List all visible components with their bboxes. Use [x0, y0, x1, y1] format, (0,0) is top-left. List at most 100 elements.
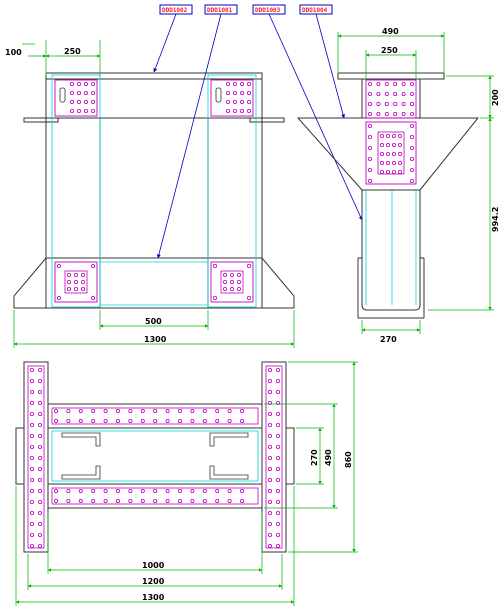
bolt-hole: [409, 178, 414, 183]
bolt-hole: [239, 498, 244, 503]
bolt-hole: [367, 82, 372, 87]
bolt-hole: [267, 444, 272, 449]
bolt-hole: [153, 418, 158, 423]
front-dim-500: 500: [145, 317, 162, 326]
bolt-hole: [376, 112, 381, 117]
bolt-hole: [384, 82, 389, 87]
bolt-hole: [397, 133, 402, 138]
bolt-hole: [275, 411, 280, 416]
bolt-hole: [393, 92, 398, 97]
bolt-hole: [77, 109, 82, 114]
bolt-hole: [78, 488, 83, 493]
bolt-hole: [267, 533, 272, 538]
bolt-hole: [190, 408, 195, 413]
bolt-hole: [103, 418, 108, 423]
bolt-hole: [239, 100, 244, 105]
bolt-hole: [215, 408, 220, 413]
bolt-hole: [128, 498, 133, 503]
bolt-hole: [215, 418, 220, 423]
front-bolt-pattern: [57, 82, 251, 300]
bolt-hole: [225, 82, 230, 87]
bolt-hole: [232, 82, 237, 87]
side-dim-200: 200: [491, 89, 500, 106]
bolt-hole: [267, 455, 272, 460]
bolt-hole: [29, 466, 34, 471]
bolt-hole: [91, 498, 96, 503]
bolt-hole: [225, 109, 230, 114]
side-dim-490: 490: [382, 27, 399, 36]
bolt-hole: [38, 433, 43, 438]
leader-1: [153, 13, 177, 73]
part-tag-3[interactable]: DDD1003: [252, 4, 286, 15]
part-tags: DDD1002 DDD1001 DDD1003 DDD1004: [153, 4, 363, 259]
bolt-hole: [140, 488, 145, 493]
bolt-hole: [367, 102, 372, 107]
bolt-hole: [38, 510, 43, 515]
bolt-hole: [54, 498, 59, 503]
bolt-hole: [246, 100, 251, 105]
bolt-hole: [29, 499, 34, 504]
leader-2: [156, 13, 222, 259]
bolt-hole: [409, 102, 414, 107]
bolt-hole: [190, 488, 195, 493]
bolt-hole: [91, 488, 96, 493]
bolt-hole: [391, 151, 396, 156]
bolt-hole: [70, 82, 75, 87]
bolt-hole: [165, 498, 170, 503]
bolt-hole: [275, 466, 280, 471]
bolt-hole: [397, 169, 402, 174]
bolt-hole: [57, 295, 62, 300]
bolt-hole: [202, 408, 207, 413]
bolt-hole: [225, 100, 230, 105]
bolt-hole: [38, 389, 43, 394]
bolt-hole: [239, 109, 244, 114]
plan-dim-1200: 1200: [142, 577, 165, 586]
bolt-hole: [29, 488, 34, 493]
bolt-hole: [367, 145, 372, 150]
part-tag-1[interactable]: DDD1002: [159, 4, 193, 15]
bolt-hole: [385, 142, 390, 147]
bolt-hole: [367, 124, 372, 129]
bolt-hole: [385, 169, 390, 174]
bolt-hole: [38, 378, 43, 383]
plan-view: [15, 361, 295, 553]
bolt-hole: [397, 151, 402, 156]
bolt-hole: [227, 418, 232, 423]
bolt-hole: [401, 92, 406, 97]
bolt-hole: [275, 488, 280, 493]
bolt-hole: [165, 408, 170, 413]
part-tag-1-label: DDD1002: [162, 7, 188, 14]
bolt-hole: [367, 167, 372, 172]
bolt-hole: [29, 411, 34, 416]
bolt-hole: [91, 82, 96, 87]
plan-dim-490: 490: [324, 449, 333, 466]
bolt-hole: [227, 408, 232, 413]
part-tag-4[interactable]: DDD1004: [299, 4, 333, 15]
bolt-hole: [153, 498, 158, 503]
part-tag-3-label: DDD1003: [255, 7, 281, 14]
bolt-hole: [212, 295, 217, 300]
bolt-hole: [29, 389, 34, 394]
part-tag-2-label: DDD1001: [207, 7, 233, 14]
bolt-hole: [54, 408, 59, 413]
bolt-hole: [367, 156, 372, 161]
bolt-hole: [29, 444, 34, 449]
bolt-hole: [91, 263, 96, 268]
bolt-hole: [409, 124, 414, 129]
bolt-hole: [77, 82, 82, 87]
bolt-hole: [267, 378, 272, 383]
bolt-hole: [275, 510, 280, 515]
bolt-hole: [128, 418, 133, 423]
bolt-hole: [54, 488, 59, 493]
bolt-hole: [38, 522, 43, 527]
part-tag-4-label: DDD1004: [302, 7, 328, 14]
part-tag-2[interactable]: DDD1001: [204, 4, 238, 15]
bolt-hole: [391, 133, 396, 138]
bolt-hole: [78, 408, 83, 413]
bolt-hole: [267, 477, 272, 482]
plan-dim-270: 270: [310, 449, 319, 466]
bolt-hole: [128, 408, 133, 413]
bolt-hole: [367, 112, 372, 117]
bolt-hole: [236, 279, 241, 284]
bolt-hole: [384, 112, 389, 117]
